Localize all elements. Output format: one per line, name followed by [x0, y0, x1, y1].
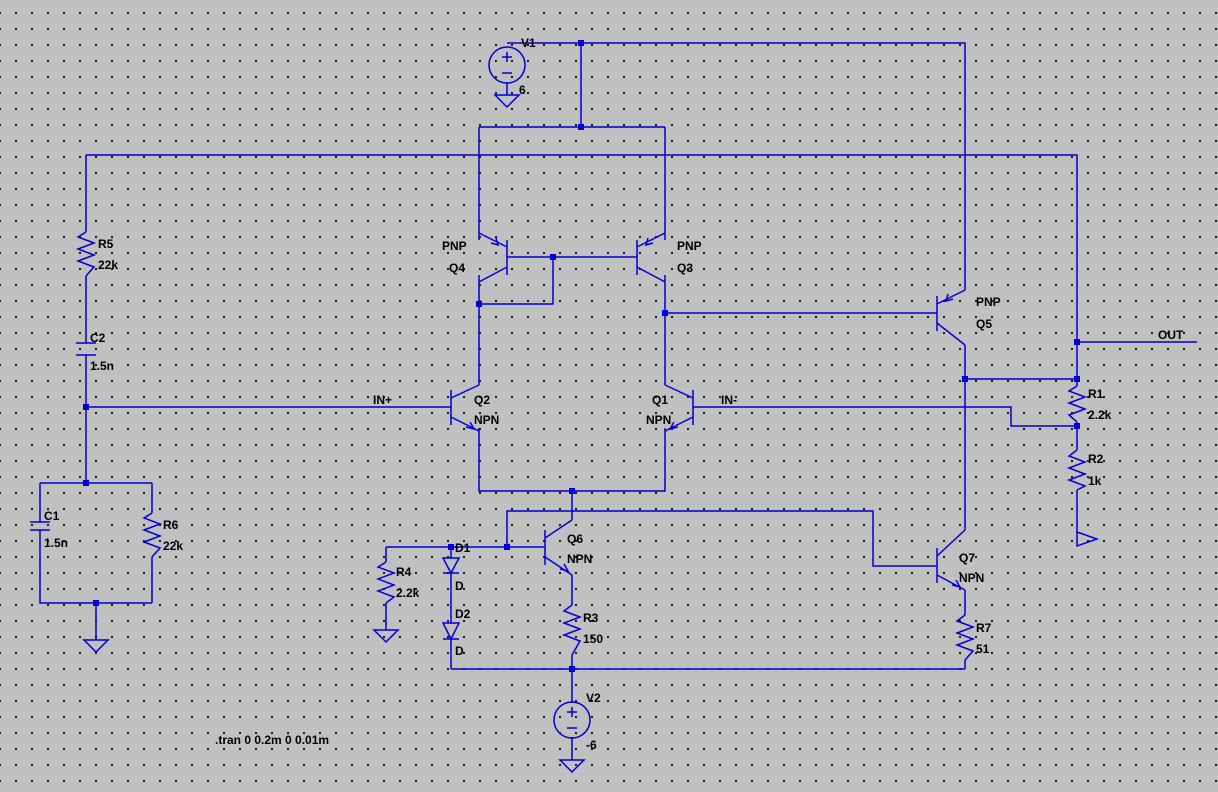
v1-value: 6 [519, 83, 526, 97]
resistor-r1[interactable]: R1 2.2k [1066, 385, 1112, 423]
r1-name: R1 [1088, 387, 1104, 401]
d2-name: D2 [455, 607, 471, 621]
r7-value: 51 [976, 642, 990, 656]
c2-name: C2 [90, 331, 106, 345]
q6-type: NPN [567, 552, 592, 566]
junctions [83, 40, 1080, 672]
transistor-q1[interactable]: Q1 NPN [646, 384, 694, 432]
q3-type: PNP [677, 239, 702, 253]
r2-value: 1k [1088, 474, 1102, 488]
capacitor-c2[interactable]: C2 1.5n [76, 331, 114, 373]
r4-value: 2.2k [396, 586, 420, 600]
resistor-r2[interactable]: R2 1k [1066, 449, 1104, 548]
v1-name: V1 [521, 36, 536, 50]
transistor-q5[interactable]: PNP Q5 [936, 289, 1001, 346]
q1-name: Q1 [652, 393, 668, 407]
q2-type: NPN [474, 413, 499, 427]
r2-name: R2 [1088, 452, 1104, 466]
r1-value: 2.2k [1088, 408, 1112, 422]
wires [39, 42, 1197, 760]
diode-d2[interactable]: D2 D [441, 607, 471, 658]
c1-value: 1.5n [44, 536, 68, 550]
r3-value: 150 [583, 632, 603, 646]
q1-type: NPN [646, 413, 671, 427]
voltage-source-v1[interactable]: V1 6 [488, 36, 536, 109]
resistor-r7[interactable]: R7 51 [954, 614, 992, 661]
voltage-source-v2[interactable]: V2 -6 [553, 691, 601, 774]
resistor-r4[interactable]: R4 2.2k [372, 561, 420, 644]
d2-model: D [455, 644, 464, 658]
r5-value: 22k [98, 258, 118, 272]
v2-name: V2 [586, 691, 601, 705]
net-label-in-plus[interactable]: IN+ [373, 393, 392, 407]
resistor-r5[interactable]: R5 22k [75, 231, 118, 277]
r3-name: R3 [583, 611, 599, 625]
c1-name: C1 [44, 509, 60, 523]
capacitor-c1[interactable]: C1 1.5n [30, 509, 110, 654]
q6-name: Q6 [567, 532, 583, 546]
diode-d1[interactable]: D1 D [441, 541, 471, 593]
d1-name: D1 [455, 541, 471, 555]
net-label-out[interactable]: OUT [1158, 328, 1184, 342]
q3-name: Q3 [677, 261, 693, 275]
spice-directive[interactable]: .tran 0 0.2m 0 0.01m [215, 733, 329, 747]
q2-name: Q2 [474, 393, 490, 407]
resistor-r3[interactable]: R3 150 [561, 604, 603, 656]
v2-value: -6 [586, 738, 597, 752]
transistor-q4[interactable]: PNP Q4 [442, 232, 508, 283]
c2-value: 1.5n [90, 359, 114, 373]
net-label-in-minus[interactable]: IN- [721, 393, 737, 407]
r6-name: R6 [163, 518, 179, 532]
q4-type: PNP [442, 239, 467, 253]
r5-name: R5 [98, 237, 114, 251]
resistor-r6[interactable]: R6 22k [141, 512, 183, 558]
r4-name: R4 [396, 565, 412, 579]
transistor-q2[interactable]: Q2 NPN [450, 384, 499, 432]
transistor-q6[interactable]: Q6 NPN [544, 519, 592, 576]
transistor-q7[interactable]: Q7 NPN [936, 529, 984, 591]
r7-name: R7 [976, 621, 992, 635]
q5-name: Q5 [976, 317, 992, 331]
q5-type: PNP [976, 295, 1001, 309]
transistor-q3[interactable]: PNP Q3 [636, 232, 702, 283]
q7-name: Q7 [959, 551, 975, 565]
d1-model: D [455, 579, 464, 593]
r6-value: 22k [163, 539, 183, 553]
q4-name: Q4 [449, 261, 465, 275]
q7-type: NPN [959, 571, 984, 585]
